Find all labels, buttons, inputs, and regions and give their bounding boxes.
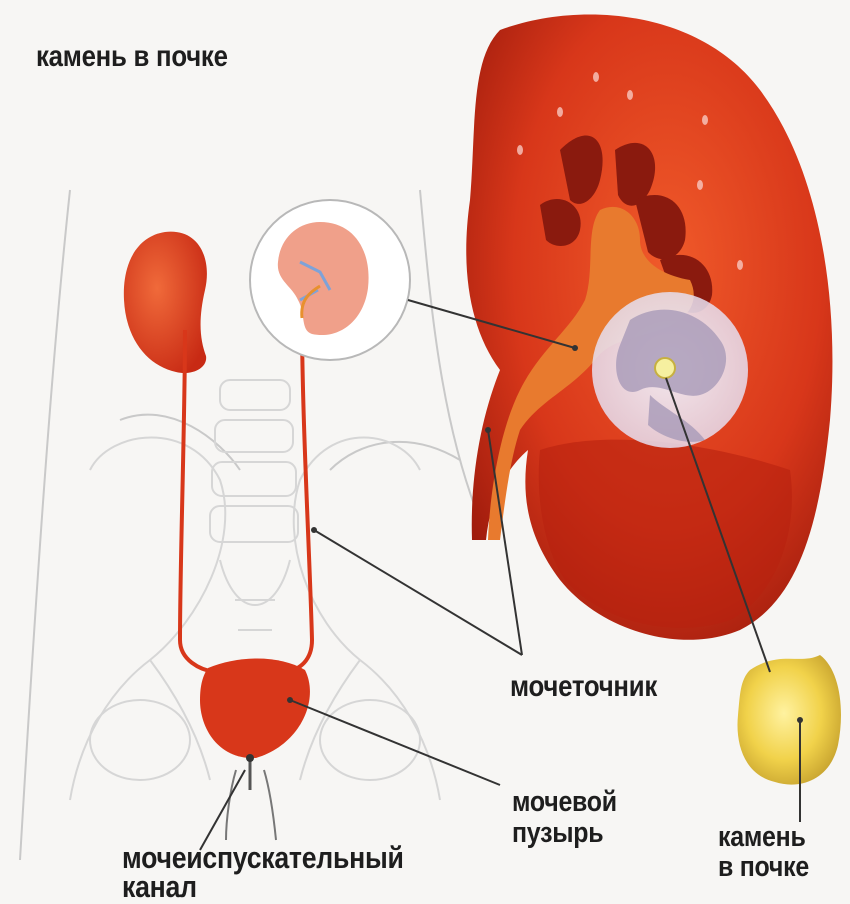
bladder-label: мочевой пузырь: [512, 787, 617, 849]
urethra-label: мочеиспускательный канал: [122, 843, 404, 901]
kidney-stone: [737, 655, 841, 785]
bladder-label-line2: пузырь: [512, 818, 617, 849]
urethra-label-line1: мочеиспускательный: [122, 843, 404, 872]
kidney-stone-label-line1: камень: [718, 822, 809, 852]
ureter-label: мочеточник: [510, 670, 657, 704]
kidney-stone-label-line2: в почке: [718, 852, 809, 882]
urethra-label-line2: канал: [122, 872, 404, 901]
kidney-cross-section: [466, 14, 832, 639]
kidney-stone-marker: [655, 358, 675, 378]
bladder-label-line1: мочевой: [512, 787, 617, 818]
urinary-bladder: [200, 658, 310, 758]
kidney-stone-label: камень в почке: [718, 822, 809, 882]
left-kidney: [124, 232, 207, 373]
diagram-title: камень в почке: [36, 40, 228, 74]
